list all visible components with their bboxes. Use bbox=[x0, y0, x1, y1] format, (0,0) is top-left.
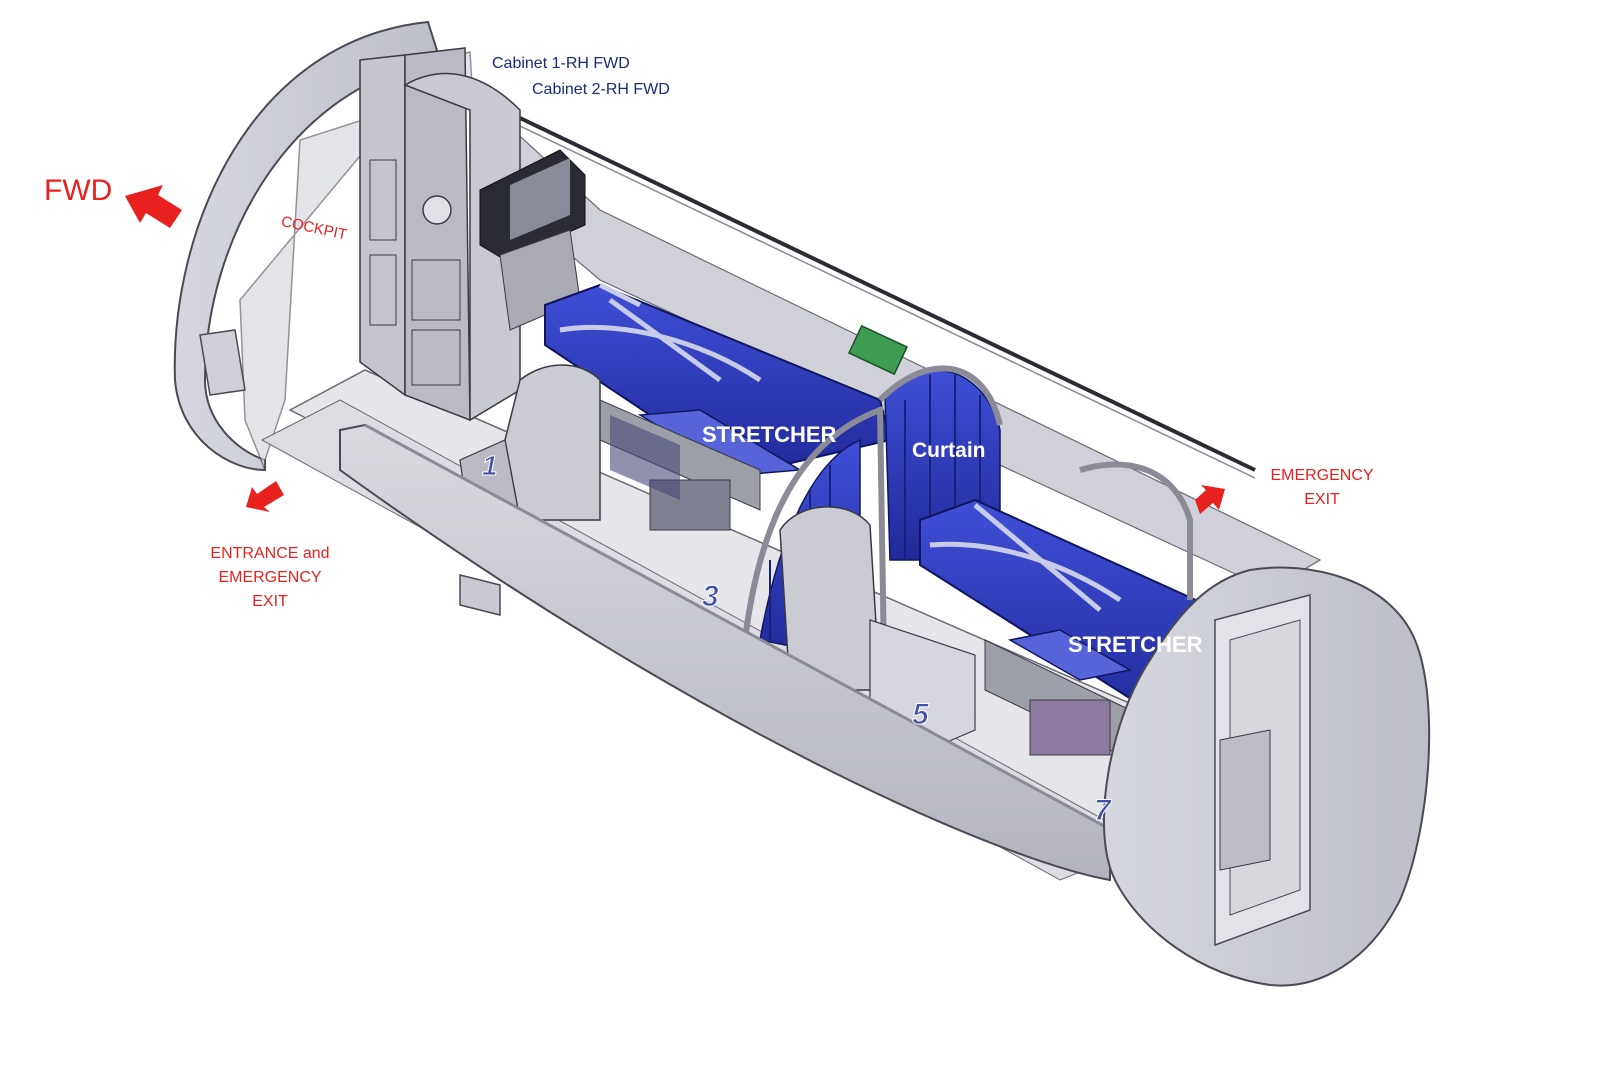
seat-number-1: 1 bbox=[482, 450, 499, 481]
equipment-cabinets bbox=[359, 47, 586, 422]
front-stretcher bbox=[544, 282, 892, 531]
stretcher-front-label: STRETCHER bbox=[702, 422, 837, 447]
cabinet-1-label: Cabinet 1-RH FWD bbox=[492, 55, 630, 72]
seat-number-7: 7 bbox=[1094, 794, 1112, 827]
entrance-line-1: ENTRANCE and bbox=[210, 545, 330, 562]
entrance-line-2: EMERGENCY bbox=[218, 569, 322, 586]
entrance-line-3: EXIT bbox=[252, 593, 288, 610]
rear-bulkhead bbox=[1102, 566, 1431, 987]
fwd-arrow-icon bbox=[125, 185, 182, 228]
emergency-line-2: EXIT bbox=[1304, 491, 1340, 508]
forward-bulkhead bbox=[173, 20, 473, 472]
cabinet-2-label: Cabinet 2-RH FWD bbox=[532, 81, 670, 98]
emergency-exit-arrow-icon bbox=[1195, 485, 1225, 514]
emergency-line-1: EMERGENCY bbox=[1270, 467, 1374, 484]
entrance-exit-arrow-icon bbox=[246, 481, 284, 512]
fuselage-near-wall bbox=[339, 423, 1132, 882]
seat-number-5: 5 bbox=[912, 698, 930, 731]
stretcher-rear-label: STRETCHER bbox=[1068, 632, 1203, 657]
emergency-exit-label: EMERGENCY EXIT bbox=[1262, 464, 1382, 512]
seat-number-3: 3 bbox=[702, 580, 720, 613]
curtain-label: Curtain bbox=[912, 439, 986, 462]
fwd-label: FWD bbox=[44, 174, 113, 207]
entrance-exit-label: ENTRANCE and EMERGENCY EXIT bbox=[200, 542, 340, 614]
